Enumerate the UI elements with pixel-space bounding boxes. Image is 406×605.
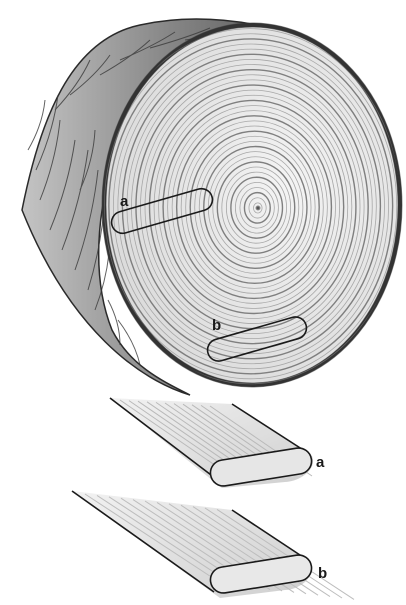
plank-label-a: a <box>316 454 325 471</box>
plank-label-b: b <box>318 565 327 582</box>
plank-b: b <box>72 491 354 599</box>
plank-a: a <box>110 398 325 488</box>
pith <box>256 206 260 210</box>
log-label-b: b <box>212 317 221 334</box>
log-label-a: a <box>120 193 129 210</box>
